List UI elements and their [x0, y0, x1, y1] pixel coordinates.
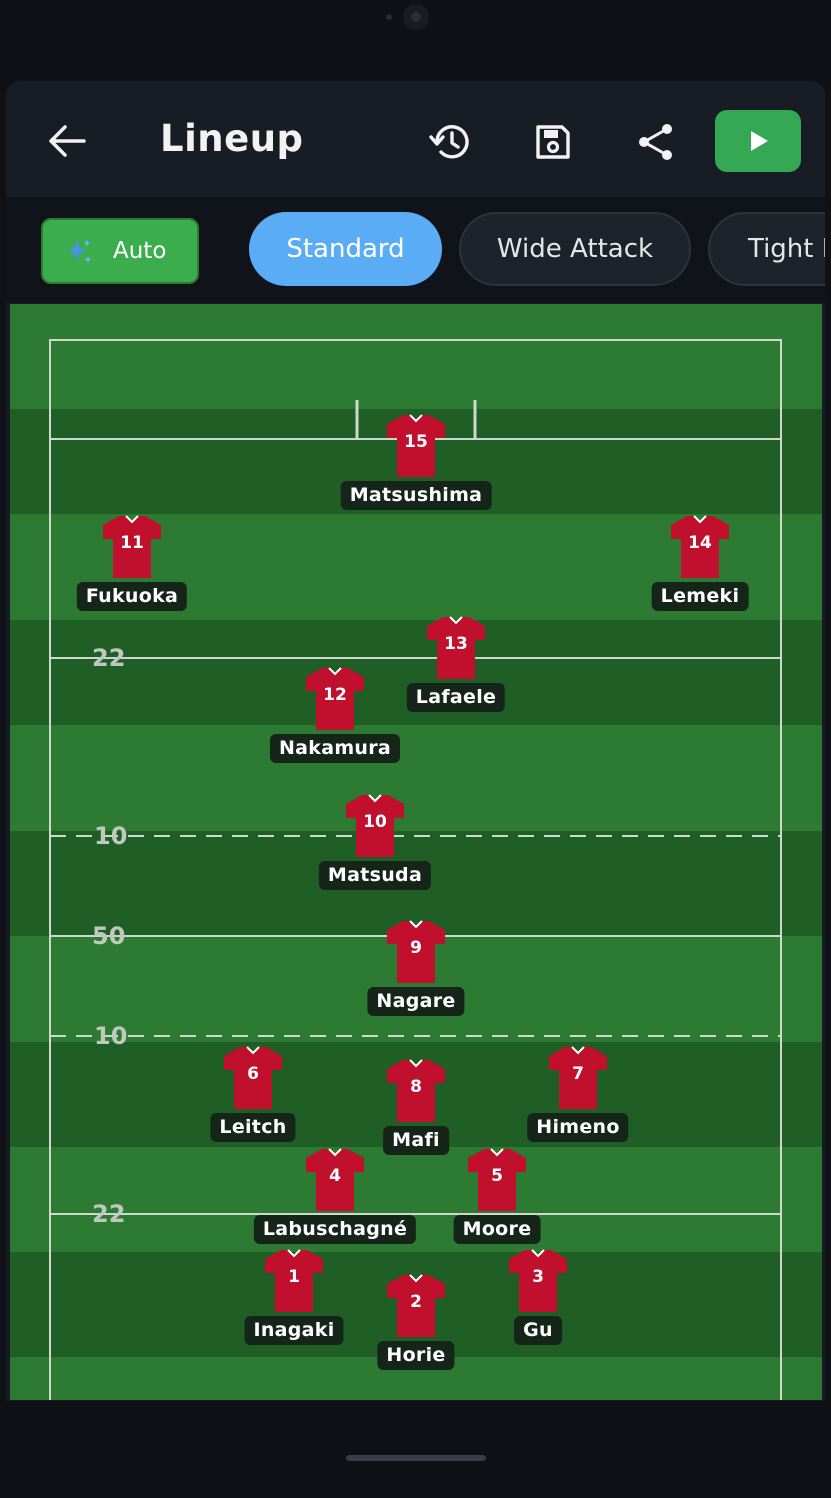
player-name: Fukuoka [76, 582, 188, 611]
jersey-number: 9 [410, 938, 422, 958]
history-icon[interactable] [426, 119, 474, 165]
player-name: Gu [514, 1316, 562, 1345]
jersey-number: 13 [444, 634, 468, 654]
auto-button[interactable]: Auto [41, 218, 199, 284]
app-header: Lineup [6, 81, 825, 198]
player-name: Lafaele [406, 683, 506, 712]
tab-label: Wide Attack [496, 234, 654, 264]
auto-label: Auto [113, 238, 167, 264]
player-name: Nagare [367, 987, 465, 1016]
player-name: Himeno [527, 1113, 629, 1142]
home-indicator[interactable] [346, 1455, 486, 1461]
player-name: Mafi [383, 1126, 449, 1155]
jersey-icon [427, 616, 485, 679]
tab-tight-pack[interactable]: Tight Pack [708, 212, 825, 286]
player-name: Matsuda [318, 861, 432, 890]
jersey-icon [224, 1046, 282, 1109]
player-name: Nakamura [269, 734, 401, 763]
jersey-number: 14 [688, 533, 712, 553]
play-button[interactable] [715, 110, 801, 172]
jersey-number: 11 [120, 533, 144, 553]
rugby-field: 22 10 50 10 22 15 Matsushima 11 Fukuoka … [10, 304, 822, 1400]
jersey-number: 8 [410, 1077, 422, 1097]
line-label-22: 22 [92, 1200, 126, 1228]
player-name: Leitch [210, 1113, 296, 1142]
jersey-icon [346, 794, 404, 857]
jersey-number: 3 [532, 1267, 544, 1287]
camera-icon [403, 4, 429, 30]
player-name: Horie [377, 1341, 455, 1370]
jersey-icon [387, 1059, 445, 1122]
player-name: Moore [453, 1215, 541, 1244]
tab-label: Standard [286, 234, 405, 264]
back-arrow-icon[interactable] [44, 121, 90, 161]
player-name: Labuschagné [253, 1215, 417, 1244]
save-icon[interactable] [530, 119, 576, 165]
jersey-icon [509, 1249, 567, 1312]
jersey-icon [387, 920, 445, 983]
jersey-number: 10 [363, 812, 387, 832]
line-label-50: 50 [92, 922, 126, 950]
jersey-icon [468, 1148, 526, 1211]
jersey-number: 6 [247, 1064, 259, 1084]
formation-tabs: Auto Standard Wide Attack Tight Pack [6, 198, 825, 303]
jersey-icon [306, 1148, 364, 1211]
sparkle-icon [67, 239, 92, 263]
player-name: Lemeki [651, 582, 749, 611]
jersey-number: 1 [288, 1267, 300, 1287]
jersey-icon [549, 1046, 607, 1109]
jersey-icon [265, 1249, 323, 1312]
line-label-10: 10 [94, 1022, 128, 1050]
camera-dot [386, 14, 392, 20]
player-name: Inagaki [244, 1316, 344, 1345]
jersey-number: 4 [329, 1166, 341, 1186]
share-icon[interactable] [633, 119, 679, 165]
line-label-22: 22 [92, 644, 126, 672]
jersey-number: 2 [410, 1292, 422, 1312]
tab-wide-attack[interactable]: Wide Attack [459, 212, 691, 286]
line-label-10: 10 [94, 822, 128, 850]
tab-label: Tight Pack [748, 234, 825, 264]
tab-standard[interactable]: Standard [249, 212, 442, 286]
jersey-number: 5 [491, 1166, 503, 1186]
jersey-number: 7 [572, 1064, 584, 1084]
jersey-number: 12 [323, 685, 347, 705]
jersey-number: 15 [404, 432, 428, 452]
player-name: Matsushima [340, 481, 492, 510]
jersey-icon [103, 515, 161, 578]
jersey-icon [387, 1274, 445, 1337]
jersey-icon [671, 515, 729, 578]
play-icon [751, 131, 768, 151]
jersey-icon [306, 667, 364, 730]
jersey-icon [387, 414, 445, 477]
page-title: Lineup [160, 117, 304, 160]
